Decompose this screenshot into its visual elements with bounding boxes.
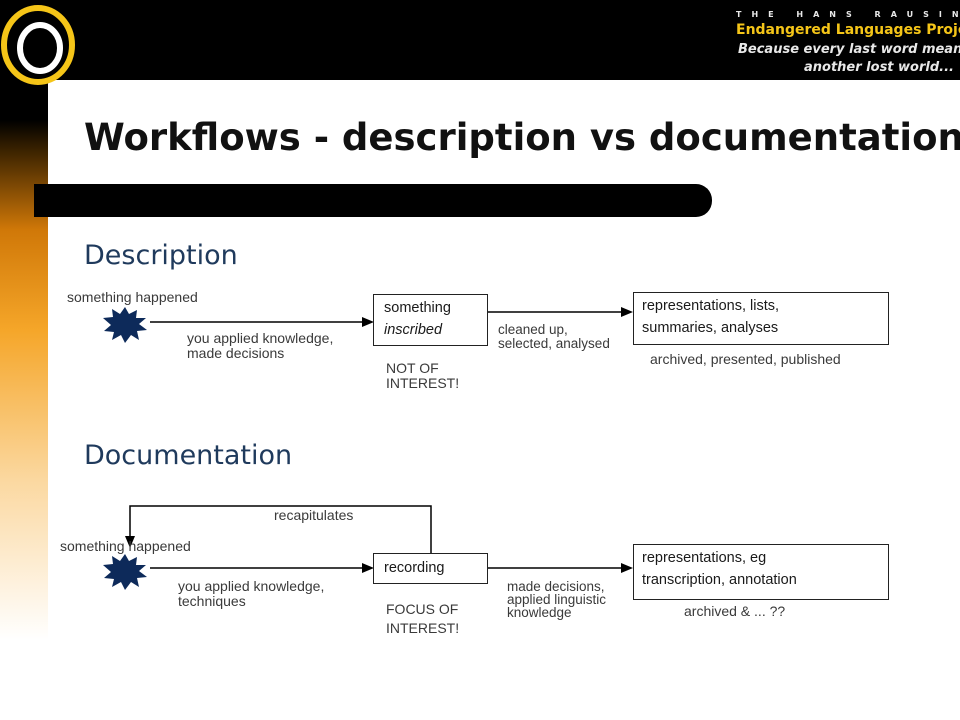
doc-step2-line2: applied linguistic [507,592,607,607]
doc-event-label: something happened [60,538,191,554]
desc-step1-label: you applied knowledge, made decisions [187,331,333,361]
doc-step1-line2: techniques [178,593,246,609]
doc-step2-line1: made decisions, [507,579,605,594]
doc-box1-note-line1: FOCUS OF [386,601,459,617]
desc-box1-note: NOT OF INTEREST! [386,361,459,391]
desc-step2-line2: selected, analysed [498,336,610,351]
desc-box1-line2: inscribed [384,322,443,338]
desc-step2-line1: cleaned up, [498,322,568,337]
content-panel [48,80,960,720]
doc-arrow-1 [150,563,374,573]
desc-box-inscribed: something inscribed [373,294,488,346]
doc-step1-line1: you applied knowledge, [178,578,325,594]
left-gradient-stripe [0,0,48,720]
doc-box2-line2: transcription, annotation [642,572,797,588]
doc-box-representations: representations, eg transcription, annot… [633,544,889,600]
title-divider-bar [34,184,712,217]
desc-box2-line1: representations, lists, [642,298,780,314]
logo-line2: Endangered Languages Project [736,22,960,38]
doc-step2-line3: knowledge [507,605,572,620]
desc-step1-line1: you applied knowledge, [187,330,334,346]
desc-box1-note-line2: INTEREST! [386,375,460,391]
doc-step2-label: made decisions, applied linguistic knowl… [507,579,607,620]
desc-arrow-1 [150,317,374,327]
desc-box2-note: archived, presented, published [650,351,841,367]
description-heading: Description [84,240,238,271]
desc-box-representations: representations, lists, summaries, analy… [633,292,889,345]
logo-line4: another lost world... [804,60,954,75]
page-title: Workflows - description vs documentation [84,116,960,159]
desc-box2-line2: summaries, analyses [642,320,779,336]
logo-ring-icon [1,5,75,85]
doc-arrow-2 [488,563,633,573]
doc-step1-label: you applied knowledge, techniques [178,579,324,609]
loop-arrow [125,505,432,553]
desc-event-label: something happened [67,289,198,305]
desc-step1-line2: made decisions [187,345,285,361]
logo-line1: THE HANS RAUSING [736,10,960,19]
doc-loop-label: recapitulates [274,507,354,523]
header-band [0,0,960,80]
doc-box2-line1: representations, eg [642,550,767,566]
documentation-heading: Documentation [84,440,293,471]
desc-box1-note-line1: NOT OF [386,360,439,376]
logo-line3: Because every last word means [738,42,960,57]
desc-arrow-2 [488,307,633,317]
desc-box1-line1: something [384,300,451,316]
doc-box1-note-line2: INTEREST! [386,620,460,636]
doc-box2-note: archived & ... ?? [684,603,786,619]
doc-box-recording: recording [373,553,488,584]
doc-box1-note: FOCUS OF INTEREST! [386,600,459,638]
burst-icon [103,307,147,343]
burst-icon [103,554,147,590]
desc-step2-label: cleaned up, selected, analysed [498,323,610,351]
